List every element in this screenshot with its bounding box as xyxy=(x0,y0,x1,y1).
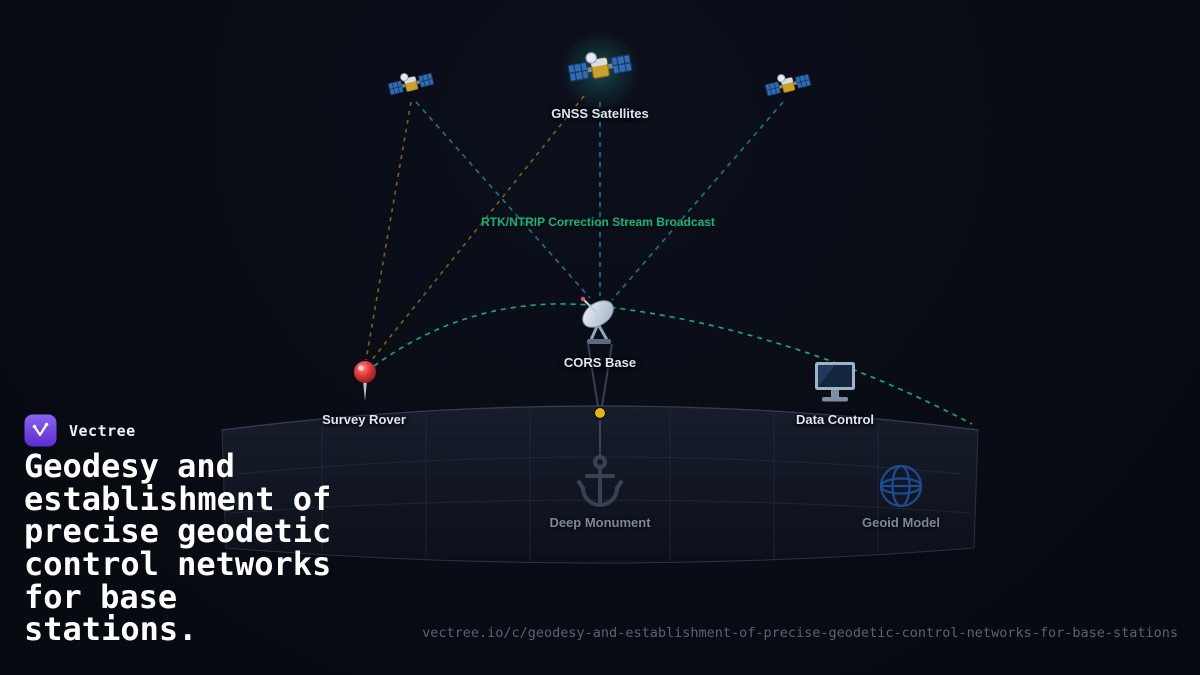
anchor-icon xyxy=(577,455,623,507)
correction-broadcast-arc xyxy=(365,303,973,425)
satellite-icon-left xyxy=(386,66,435,97)
earth-surface-top-edge xyxy=(221,405,979,431)
vectree-logo-icon xyxy=(24,414,57,447)
geoid-model-label: Geoid Model xyxy=(862,515,940,530)
rover-pin-icon xyxy=(354,361,376,401)
signal-line-sat-left-to-rover xyxy=(365,101,412,361)
signal-line-sat-right-to-cors xyxy=(611,101,784,301)
dish-antenna-icon xyxy=(580,296,614,344)
monitor-icon xyxy=(815,362,855,402)
rtk-ntrip-stream-label: RTK/NTRIP Correction Stream Broadcast xyxy=(481,215,715,229)
signal-line-sat-center-to-rover xyxy=(369,95,585,363)
deep-monument-label: Deep Monument xyxy=(549,515,651,530)
page-title: Geodesy and establishment of precise geo… xyxy=(24,447,332,649)
monument-marker-dot xyxy=(594,407,606,419)
cors-base-label: CORS Base xyxy=(563,355,637,370)
globe-icon xyxy=(879,464,923,508)
signal-line-sat-left-to-cors xyxy=(415,101,591,299)
page-url: vectree.io/c/geodesy-and-establishment-o… xyxy=(422,625,1178,641)
data-control-label: Data Control xyxy=(796,412,874,427)
gnss-satellites-label: GNSS Satellites xyxy=(551,106,649,121)
monument-shaft xyxy=(587,343,613,456)
brand: Vectree xyxy=(24,414,136,447)
satellite-icon-right xyxy=(763,67,812,98)
signal-lines xyxy=(365,95,973,425)
brand-name: Vectree xyxy=(69,421,136,440)
survey-rover-label: Survey Rover xyxy=(322,412,406,427)
